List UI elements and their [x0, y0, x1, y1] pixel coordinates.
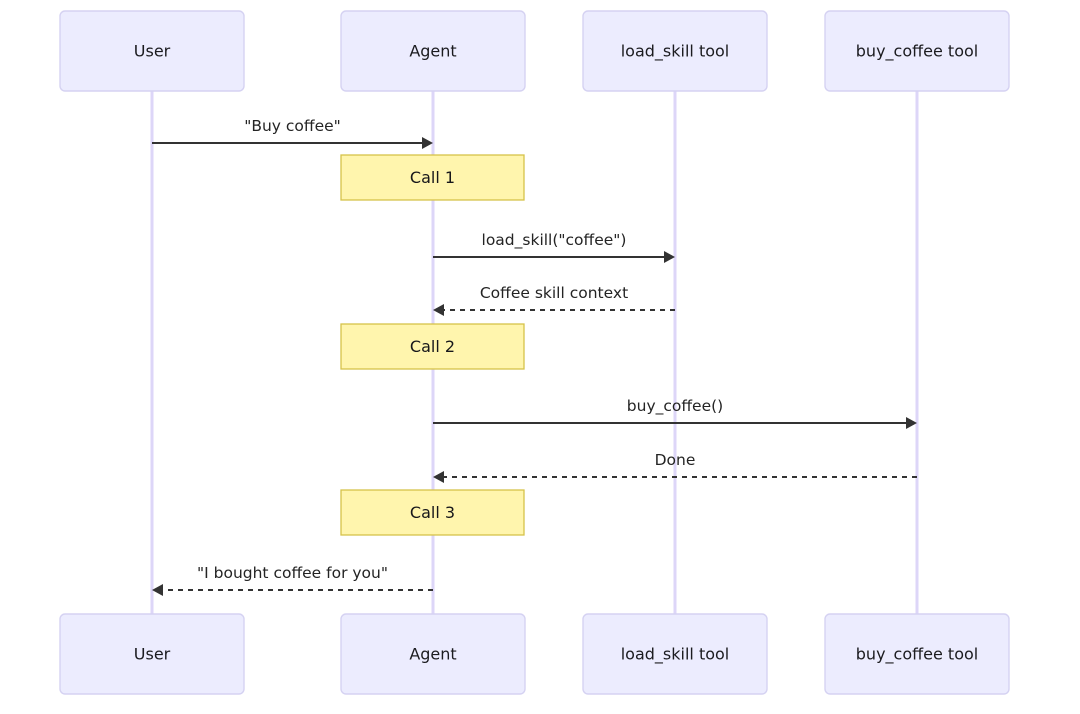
msg-coffee-skill-context: Coffee skill context: [433, 284, 675, 316]
msg-load-skill-call: load_skill("coffee"): [433, 231, 675, 263]
participant-box-shape: [582, 613, 768, 695]
participant-box-shape: [340, 10, 526, 92]
activations-group: Call 1 Call 2 Call 3: [340, 154, 525, 536]
participant-load_skill-bottom[interactable]: load_skill tool: [582, 613, 768, 695]
participant-box-shape: [824, 10, 1010, 92]
participant-label: load_skill tool: [621, 42, 730, 62]
participants-bottom-group: User Agent load_skill tool buy_coffee tool: [59, 613, 1010, 695]
activation-label: Call 2: [410, 337, 455, 356]
participant-box-shape: [340, 613, 526, 695]
participant-box-shape: [824, 613, 1010, 695]
participant-agent-top[interactable]: Agent: [340, 10, 526, 92]
participant-buy_coffee-bottom[interactable]: buy_coffee tool: [824, 613, 1010, 695]
activation-call-1[interactable]: Call 1: [340, 154, 525, 201]
participants-top-group: User Agent load_skill tool buy_coffee tool: [59, 10, 1010, 92]
participant-buy_coffee-top[interactable]: buy_coffee tool: [824, 10, 1010, 92]
message-arrowhead: [664, 251, 675, 263]
activation-call-3[interactable]: Call 3: [340, 489, 525, 536]
participant-label: Agent: [409, 42, 456, 61]
participant-box-shape: [59, 10, 245, 92]
participant-agent-bottom[interactable]: Agent: [340, 613, 526, 695]
message-label: "Buy coffee": [244, 117, 341, 135]
message-arrowhead: [422, 137, 433, 149]
participant-label: Agent: [409, 645, 456, 664]
msg-buy-coffee-request: "Buy coffee": [152, 117, 433, 149]
msg-buy-coffee-call: buy_coffee(): [433, 397, 917, 429]
msg-done: Done: [433, 451, 917, 483]
participant-load_skill-top[interactable]: load_skill tool: [582, 10, 768, 92]
participant-label: User: [134, 645, 171, 664]
participant-label: User: [134, 42, 171, 61]
message-label: "I bought coffee for you": [197, 564, 388, 582]
message-arrowhead: [433, 471, 444, 483]
message-label: Coffee skill context: [480, 284, 628, 302]
participant-label: load_skill tool: [621, 645, 730, 665]
activation-box-shape: [340, 489, 525, 536]
message-label: load_skill("coffee"): [482, 231, 627, 250]
participant-user-top[interactable]: User: [59, 10, 245, 92]
message-arrowhead: [433, 304, 444, 316]
lifelines-group: [150, 91, 919, 614]
activation-call-2[interactable]: Call 2: [340, 323, 525, 370]
participant-label: buy_coffee tool: [856, 42, 978, 62]
activation-box-shape: [340, 154, 525, 201]
participant-box-shape: [582, 10, 768, 92]
message-arrowhead: [152, 584, 163, 596]
activation-label: Call 3: [410, 503, 455, 522]
message-label: buy_coffee(): [627, 397, 723, 416]
activation-box-shape: [340, 323, 525, 370]
message-arrowhead: [906, 417, 917, 429]
participant-user-bottom[interactable]: User: [59, 613, 245, 695]
msg-bought-coffee-reply: "I bought coffee for you": [152, 564, 433, 596]
messages-group: "Buy coffee" load_skill("coffee") Coffee s…: [152, 117, 917, 596]
participant-label: buy_coffee tool: [856, 645, 978, 665]
activation-label: Call 1: [410, 168, 455, 187]
message-label: Done: [655, 451, 696, 469]
participant-box-shape: [59, 613, 245, 695]
